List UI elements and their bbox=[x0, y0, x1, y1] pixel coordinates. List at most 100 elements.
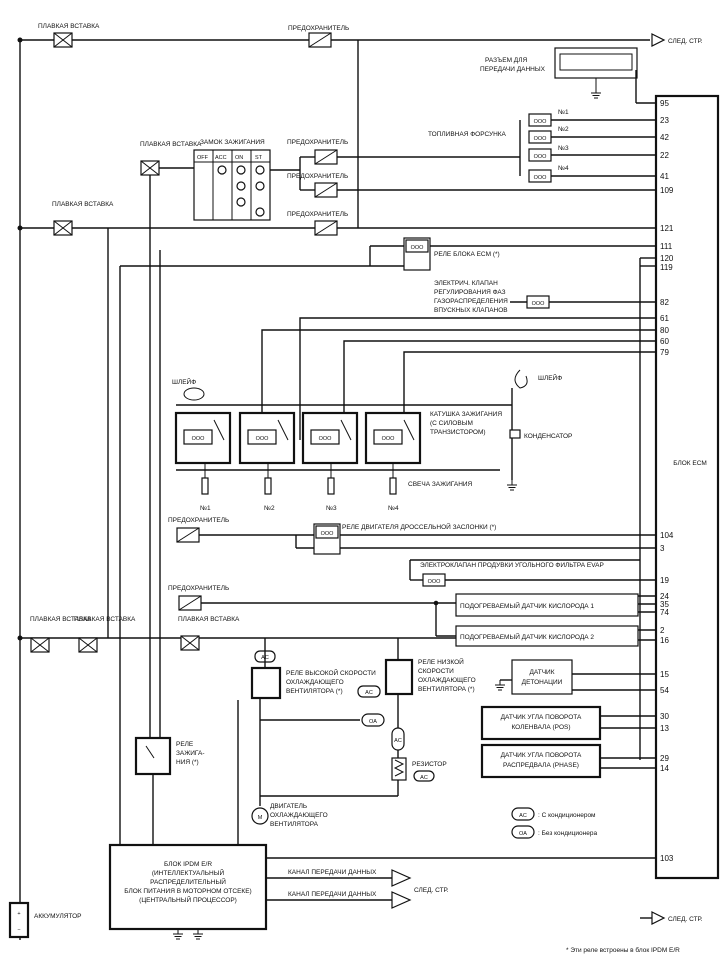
oa-tag bbox=[361, 713, 385, 727]
fuse-top bbox=[308, 32, 332, 48]
ac-tag-3-text: AC bbox=[394, 738, 402, 744]
data-connector bbox=[554, 47, 638, 79]
injector-1 bbox=[528, 113, 552, 127]
ecm-pins: 95 23 42 22 41 109 121 111 120 119 82 61… bbox=[660, 99, 674, 863]
injector-4-label: №4 bbox=[558, 165, 569, 172]
oa-tag-text: OA bbox=[369, 719, 377, 725]
pin-104: 104 bbox=[660, 531, 674, 540]
can-arrow-2 bbox=[391, 891, 412, 909]
fuse-4-label: ПРЕДОХРАНИТЕЛЬ bbox=[287, 211, 348, 218]
resistor bbox=[391, 757, 407, 781]
ign-st: ST bbox=[255, 155, 263, 161]
svg-text:OOO: OOO bbox=[192, 436, 206, 442]
o2-sensor-1-label: ПОДОГРЕВАЕМЫЙ ДАТЧИК КИСЛОРОДА 1 bbox=[460, 601, 594, 610]
battery-label: АККУМУЛЯТОР bbox=[34, 913, 81, 920]
fusible-link-3-label: ПЛАВКАЯ ВСТАВКА bbox=[140, 141, 202, 148]
knock-label-2: ДЕТОНАЦИИ bbox=[522, 679, 563, 686]
knock-label-1: ДАТЧИК bbox=[530, 669, 555, 676]
ac-tag-4 bbox=[413, 770, 435, 782]
fusible-link-2-label: ПЛАВКАЯ ВСТАВКА bbox=[52, 201, 114, 208]
ign-off: OFF bbox=[197, 155, 209, 161]
pin-111: 111 bbox=[660, 242, 673, 251]
ignition-coil-1: OOO bbox=[174, 411, 232, 465]
evap-valve bbox=[422, 573, 446, 587]
hi-fan-label-2: ОХЛАЖДАЮЩЕГО bbox=[286, 679, 344, 686]
shield-left-label: ШЛЕЙФ bbox=[172, 377, 196, 386]
injector-2-label: №2 bbox=[558, 126, 569, 133]
pin-80: 80 bbox=[660, 326, 669, 335]
svg-text:M: M bbox=[258, 815, 263, 821]
svg-text:−: − bbox=[17, 927, 20, 933]
lo-fan-label-2: СКОРОСТИ bbox=[418, 668, 454, 675]
ign-on: ON bbox=[235, 155, 243, 161]
fuse-5-label: ПРЕДОХРАНИТЕЛЬ bbox=[168, 517, 229, 524]
fusible-link-6-label: ПЛАВКАЯ ВСТАВКА bbox=[178, 616, 240, 623]
pin-16: 16 bbox=[660, 636, 669, 645]
injector-3 bbox=[528, 148, 552, 162]
fan-motor bbox=[251, 807, 269, 825]
spark-plugs bbox=[201, 463, 397, 495]
throttle-relay-label: РЕЛЕ ДВИГАТЕЛЯ ДРОССЕЛЬНОЙ ЗАСЛОНКИ (*) bbox=[342, 522, 496, 531]
pin-103: 103 bbox=[660, 854, 674, 863]
knock-sensor bbox=[511, 659, 573, 695]
cyl-1-label: №1 bbox=[200, 505, 211, 512]
data-connector-label-1: РАЗЪЕМ ДЛЯ bbox=[485, 57, 527, 64]
ipdm-block bbox=[108, 843, 268, 931]
fuse-3-label: ПРЕДОХРАНИТЕЛЬ bbox=[287, 173, 348, 180]
coil-label-3: ТРАНЗИСТОРОМ) bbox=[430, 429, 486, 436]
ipdm-label-5: (ЦЕНТРАЛЬНЫЙ ПРОЦЕССОР) bbox=[139, 895, 237, 904]
pin-24: 24 bbox=[660, 592, 669, 601]
legend-oa-tag bbox=[511, 825, 535, 839]
pin-41: 41 bbox=[660, 172, 669, 181]
fusible-link-6 bbox=[180, 635, 200, 651]
ign-relay-label-1: РЕЛЕ bbox=[176, 741, 194, 748]
injectors-label: ТОПЛИВНАЯ ФОРСУНКА bbox=[428, 131, 507, 138]
cmp-label-1: ДАТЧИК УГЛА ПОВОРОТА bbox=[501, 752, 582, 759]
legend-ac-tag-text: AC bbox=[519, 813, 527, 819]
shield-right bbox=[514, 369, 528, 389]
fusible-link-2 bbox=[53, 220, 73, 236]
pin-19: 19 bbox=[660, 576, 669, 585]
ac-tag-2 bbox=[357, 685, 381, 698]
vvt-label-4: ВПУСКНЫХ КЛАПАНОВ bbox=[434, 307, 508, 314]
cmp-sensor bbox=[480, 743, 602, 779]
pin-95: 95 bbox=[660, 99, 669, 108]
ac-tag-2-text: AC bbox=[365, 690, 373, 696]
pin-2: 2 bbox=[660, 626, 665, 635]
ign-acc: ACC bbox=[215, 155, 227, 161]
fan-motor-label-2: ОХЛАЖДАЮЩЕГО bbox=[270, 812, 328, 819]
ac-tag-4-text: AC bbox=[420, 775, 428, 781]
ckp-sensor bbox=[480, 705, 602, 741]
pin-14: 14 bbox=[660, 764, 669, 773]
ignition-switch-label: ЗАМОК ЗАЖИГАНИЯ bbox=[200, 139, 265, 146]
svg-text:+: + bbox=[17, 911, 20, 917]
ipdm-label-1: БЛОК IPDM E/R bbox=[164, 861, 212, 868]
cmp-label-2: РАСПРЕДВАЛА (PHASE) bbox=[503, 762, 579, 769]
fusible-link-5-label: ПЛАВКАЯ ВСТАВКА bbox=[74, 616, 136, 623]
fuse-6-label: ПРЕДОХРАНИТЕЛЬ bbox=[168, 585, 229, 592]
fusible-link-1-label: ПЛАВКАЯ ВСТАВКА bbox=[38, 23, 100, 30]
ckp-label-2: КОЛЕНВАЛА (POS) bbox=[511, 724, 570, 731]
pin-79: 79 bbox=[660, 348, 669, 357]
pin-109: 109 bbox=[660, 186, 674, 195]
hi-fan-relay bbox=[250, 666, 282, 700]
vvt-label-1: ЭЛЕКТРИЧ. КЛАПАН bbox=[434, 280, 498, 287]
pin-54: 54 bbox=[660, 686, 669, 695]
cyl-4-label: №4 bbox=[388, 505, 399, 512]
svg-text:OOO: OOO bbox=[319, 436, 333, 442]
pin-15: 15 bbox=[660, 670, 669, 679]
ign-relay-label-3: НИЯ (*) bbox=[176, 759, 199, 766]
fuse-top-label: ПРЕДОХРАНИТЕЛЬ bbox=[288, 25, 349, 32]
fuse-3 bbox=[314, 182, 338, 198]
ignition-coil-4: OOO bbox=[364, 411, 422, 465]
can-label-1: КАНАЛ ПЕРЕДАЧИ ДАННЫХ bbox=[288, 869, 377, 876]
cyl-3-label: №3 bbox=[326, 505, 337, 512]
vvt-label-3: ГАЗОРАСПРЕДЕЛЕНИЯ bbox=[434, 298, 508, 305]
hi-fan-label-1: РЕЛЕ ВЫСОКОЙ СКОРОСТИ bbox=[286, 668, 376, 677]
fan-motor-label-3: ВЕНТИЛЯТОРА bbox=[270, 821, 319, 828]
shield-left bbox=[183, 387, 205, 401]
pin-60: 60 bbox=[660, 337, 669, 346]
fusible-link-5 bbox=[78, 637, 98, 653]
ipdm-label-3: РАСПРЕДЕЛИТЕЛЬНЫЙ bbox=[150, 877, 226, 886]
